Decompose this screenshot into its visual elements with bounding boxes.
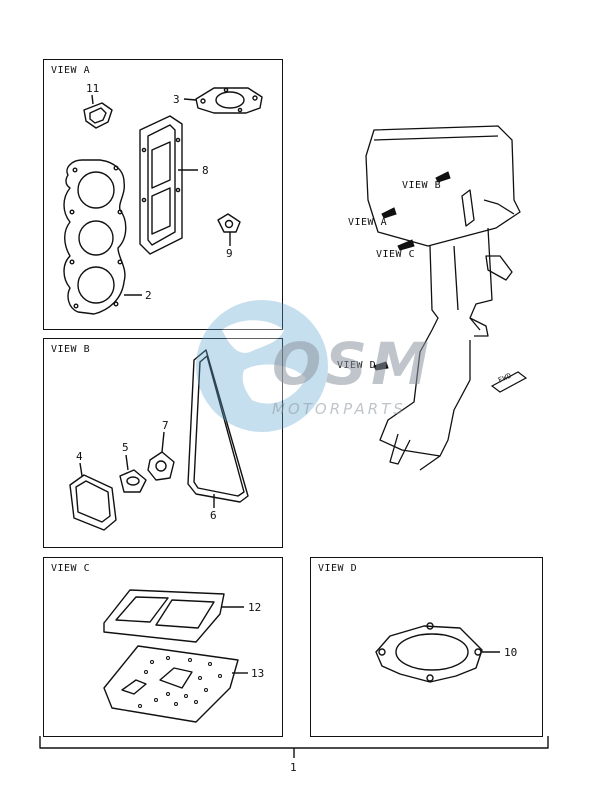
gasket-part-10 (375, 625, 483, 683)
engine-view-c-label: VIEW C (376, 249, 416, 260)
callout-1: 1 (290, 761, 297, 774)
gasket-part-12 (103, 589, 225, 643)
gasket-part-6 (187, 349, 249, 503)
watermark-tagline: MOTORPARTS (272, 400, 406, 418)
view-a-panel: VIEW A (43, 59, 283, 330)
view-c-panel: VIEW C (43, 557, 283, 737)
view-a-title: VIEW A (51, 65, 91, 76)
gasket-part-2 (63, 159, 127, 315)
callout-2: 2 (145, 289, 152, 302)
callout-6: 6 (210, 509, 217, 522)
callout-9: 9 (226, 247, 233, 260)
gasket-part-13 (103, 645, 239, 723)
engine-view-a-label: VIEW A (348, 217, 388, 228)
view-b-panel: VIEW B (43, 338, 283, 548)
view-d-title: VIEW D (318, 563, 358, 574)
gasket-part-9 (217, 213, 241, 233)
callout-3: 3 (173, 93, 180, 106)
watermark-globe (196, 300, 328, 432)
callout-12: 12 (248, 601, 262, 614)
callout-4: 4 (76, 450, 83, 463)
gasket-part-8 (139, 115, 183, 255)
gasket-part-7 (147, 451, 175, 481)
engine-view-d-label: VIEW D (337, 360, 377, 371)
bracket-part-1 (39, 736, 549, 749)
outboard-motor (365, 125, 521, 471)
engine-view-b-label: VIEW B (402, 180, 442, 191)
callout-13: 13 (251, 667, 265, 680)
callout-10: 10 (504, 646, 518, 659)
view-d-panel: VIEW D (310, 557, 543, 737)
callout-11: 11 (86, 82, 100, 95)
view-b-title: VIEW B (51, 344, 91, 355)
callout-7: 7 (162, 419, 169, 432)
callout-8: 8 (202, 164, 209, 177)
gasket-part-11 (83, 102, 113, 129)
fwd-arrow-icon (490, 371, 528, 393)
watermark-brand: OSM (272, 330, 433, 398)
view-arrows (373, 171, 451, 371)
gasket-part-5 (119, 469, 147, 493)
callout-5: 5 (122, 441, 129, 454)
gasket-part-4 (69, 474, 117, 531)
view-c-title: VIEW C (51, 563, 91, 574)
